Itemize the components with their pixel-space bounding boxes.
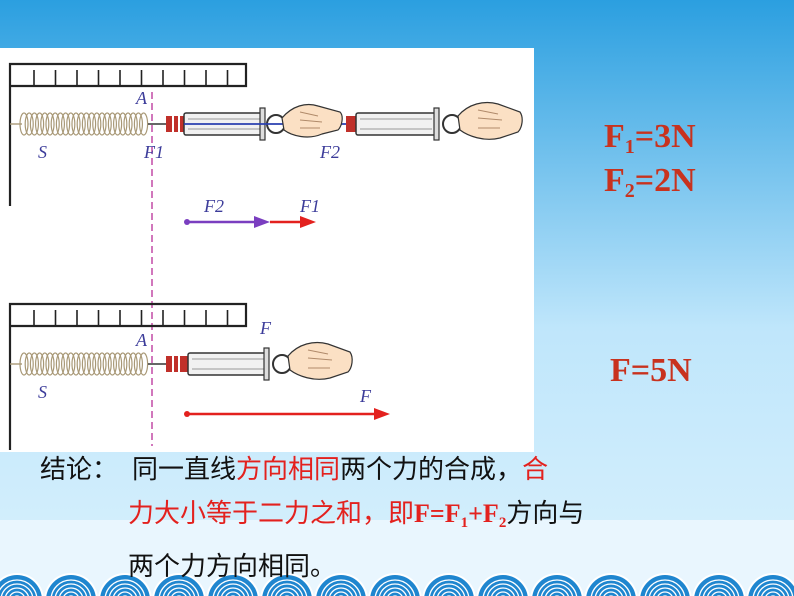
conclusion-line-2: 力大小等于二力之和，即F=F1+F2方向与 [128,499,585,531]
label-f-top: F [259,318,272,338]
spring [10,352,149,376]
spring-balance-3 [187,347,292,381]
label-f2: F2 [319,142,340,162]
conclusion-text: 结论：同一直线方向相同两个力的合成，合 力大小等于二力之和，即F=F1+F2方向… [40,448,760,589]
arrow-label-f: F [359,386,372,406]
hand-2 [457,101,523,140]
given-f1: F1=3N [604,118,696,158]
bottom-setup: A S F F [8,302,390,450]
conclusion-line-1: 结论：同一直线方向相同两个力的合成，合 [40,455,549,485]
wave-decoration [0,573,794,596]
given-f2: F2=2N [604,162,696,202]
label-f1: F1 [143,142,164,162]
ruler-ticks [33,70,229,86]
ruler-ticks [33,310,229,326]
hand-1 [281,103,343,138]
conclusion-line-3: 两个力方向相同。 [128,552,337,582]
label-point-a-2: A [135,330,148,350]
arrow-label-f1: F1 [299,196,320,216]
given-resultant-f: F=5N [610,352,692,389]
force-arrows-top [184,216,316,228]
label-point-a: A [135,88,148,108]
force-arrow-resultant [184,408,390,420]
hand-3 [287,341,353,380]
spring-balance-2 [355,107,462,141]
label-spring-s-2: S [38,382,47,402]
arrow-label-f2: F2 [203,196,224,216]
label-spring-s: S [38,142,47,162]
spring [10,112,149,136]
white-panel [0,48,534,452]
top-setup: A S F1 F2 F2 F1 [8,62,523,446]
